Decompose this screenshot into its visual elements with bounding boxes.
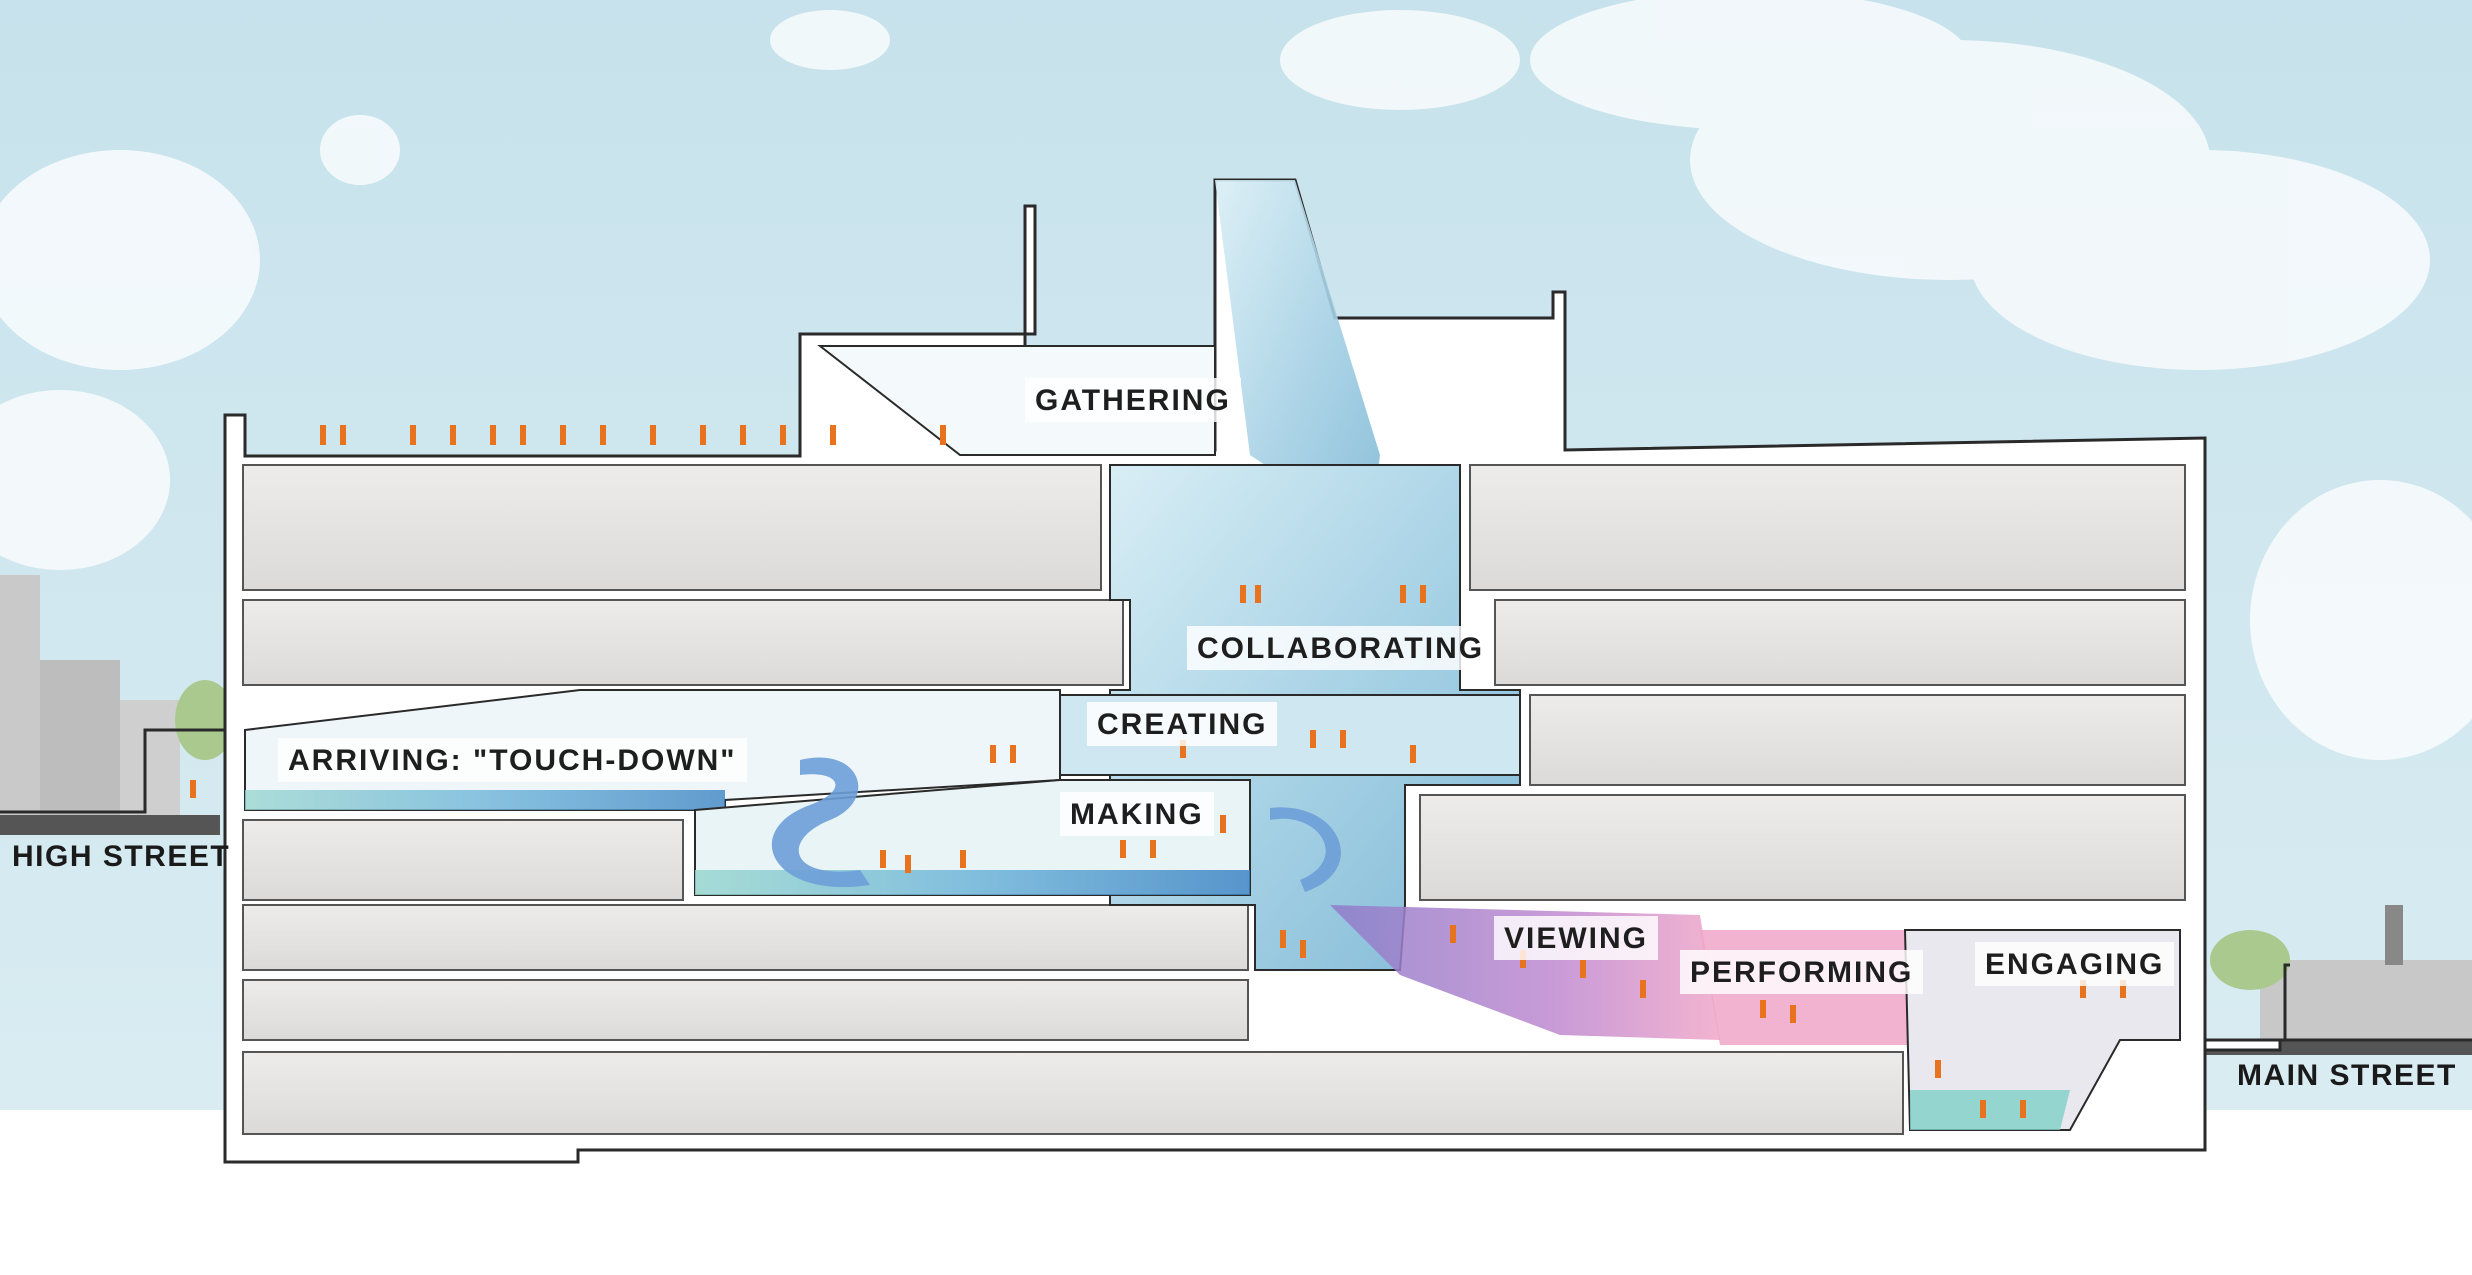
spiral-stair — [771, 757, 1341, 892]
people — [190, 585, 2126, 1118]
making-floor — [695, 870, 1250, 895]
label-creating: CREATING — [1087, 702, 1278, 746]
gathering-pavilion — [817, 345, 1216, 456]
arriving-floor — [245, 790, 725, 810]
ground-line-right — [2205, 963, 2472, 1042]
engaging-floor — [1910, 1090, 2070, 1130]
left-street-context — [0, 575, 235, 835]
label-viewing: VIEWING — [1494, 916, 1659, 960]
label-performing: PERFORMING — [1680, 950, 1924, 994]
ground-line — [0, 728, 227, 814]
floor-slabs — [242, 464, 2186, 1135]
label-making: MAKING — [1060, 792, 1214, 836]
label-arriving: ARRIVING: "TOUCH-DOWN" — [278, 738, 747, 782]
roof-people — [320, 425, 946, 445]
label-engaging: ENGAGING — [1975, 942, 2175, 986]
label-collaborating: COLLABORATING — [1187, 626, 1495, 670]
clouds — [0, 0, 2472, 760]
street-label-main: MAIN STREET — [2237, 1059, 2457, 1092]
street-label-high: HIGH STREET — [12, 840, 231, 873]
label-gathering: GATHERING — [1025, 378, 1241, 422]
atrium-skylight — [1215, 180, 1380, 535]
